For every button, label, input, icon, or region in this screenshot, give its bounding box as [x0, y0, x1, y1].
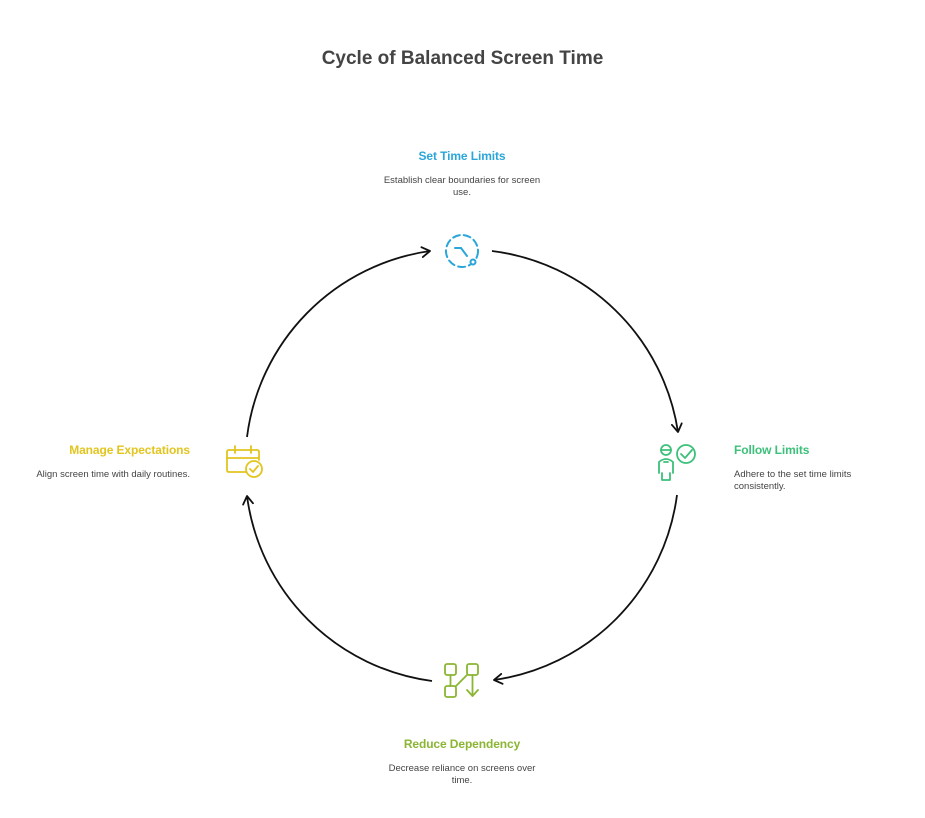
step-description-follow-limits: Adhere to the set time limits consistent… — [734, 469, 852, 492]
arrow-bottom-to-left — [242, 495, 433, 682]
flow-reduce-icon — [444, 663, 479, 698]
diagram-title: Cycle of Balanced Screen Time — [321, 48, 604, 69]
calendar-check-icon — [226, 445, 263, 478]
step-title-set-time-limits: Set Time Limits — [418, 149, 506, 163]
arrow-top-to-right — [491, 250, 683, 433]
clock-icon — [445, 234, 479, 268]
step-title-reduce-dependency: Reduce Dependency — [403, 737, 521, 751]
person-check-icon — [658, 444, 696, 481]
step-title-follow-limits: Follow Limits — [734, 443, 810, 457]
step-title-manage-expectations: Manage Expectations — [69, 443, 190, 457]
arrow-right-to-bottom — [493, 494, 678, 685]
arrow-left-to-top — [246, 246, 431, 438]
step-description-set-time-limits: Establish clear boundaries for screen us… — [383, 175, 541, 198]
step-description-manage-expectations: Align screen time with daily routines. — [36, 469, 190, 480]
step-description-reduce-dependency: Decrease reliance on screens over time. — [388, 763, 536, 786]
